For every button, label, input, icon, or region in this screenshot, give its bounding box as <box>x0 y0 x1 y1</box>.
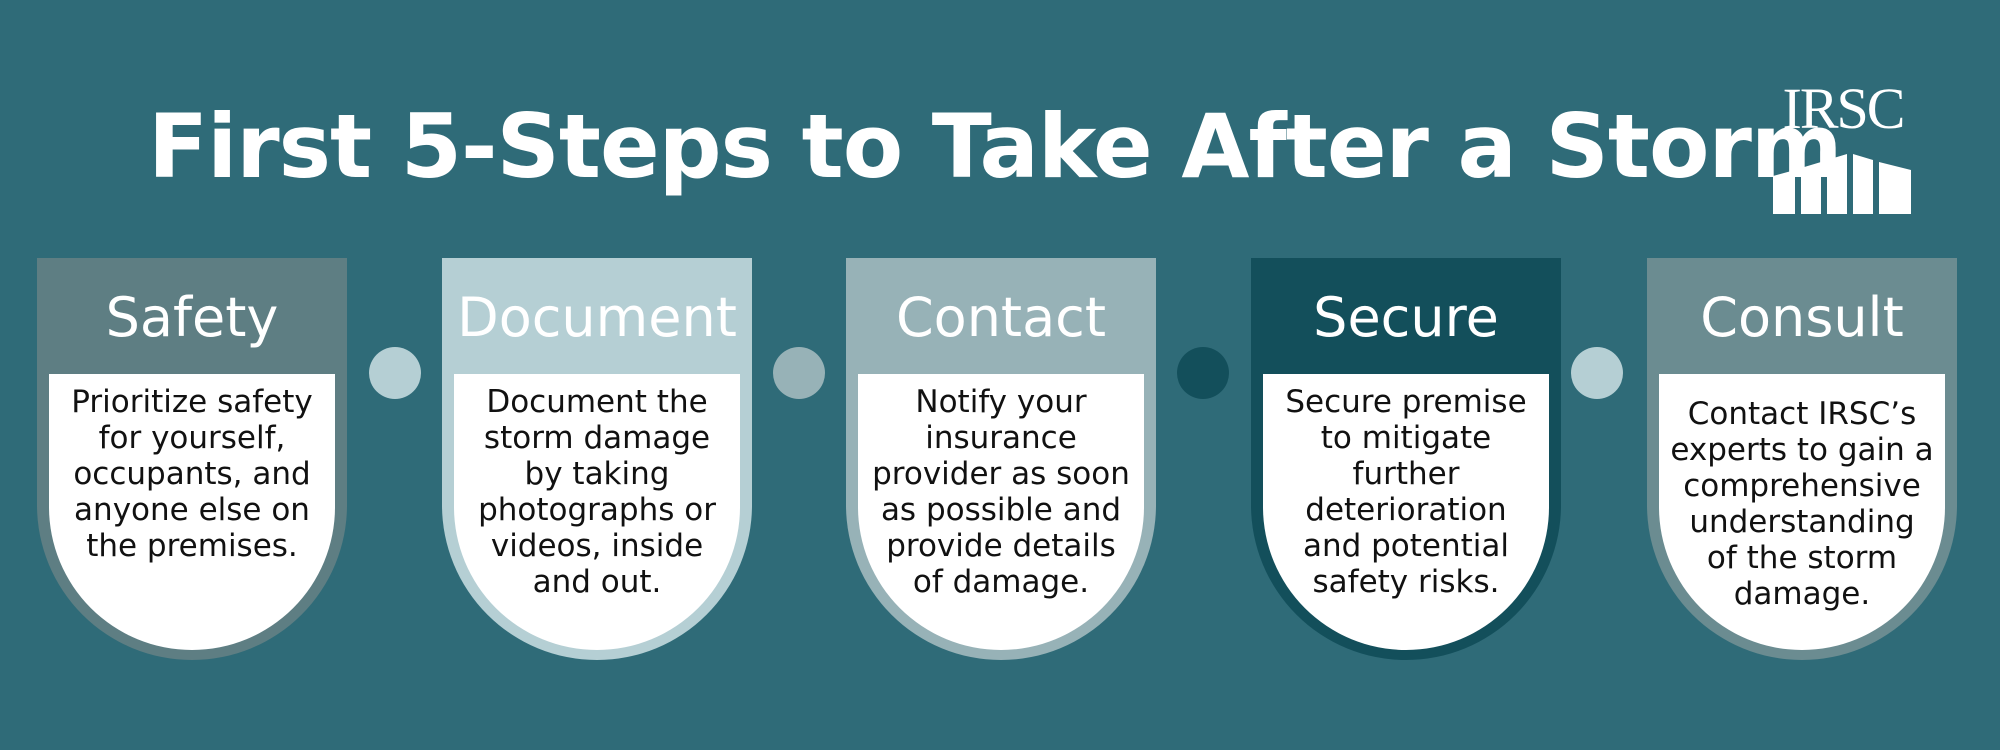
step-label: Contact <box>895 286 1107 349</box>
connector-dot <box>1177 347 1229 399</box>
step-label: Secure <box>1313 286 1499 349</box>
step-label: Document <box>457 286 737 349</box>
step-description: Secure premise to mitigate further deter… <box>1285 384 1527 600</box>
step-card-secure: Secure Secure premise to mitigate furthe… <box>1251 258 1561 660</box>
step-card-safety: Safety Prioritize safety for yourself, o… <box>37 258 347 660</box>
step-body: Contact IRSC’s experts to gain a compreh… <box>1659 374 1945 650</box>
building-columns-icon <box>1773 154 1911 214</box>
irsc-logo: IRSC <box>1773 80 1913 214</box>
step-body: Notify your insurance provider as soon a… <box>858 374 1144 650</box>
step-body: Document the storm damage by taking phot… <box>454 374 740 650</box>
step-label: Consult <box>1700 286 1904 349</box>
step-description: Document the storm damage by taking phot… <box>478 384 716 600</box>
connector-dot <box>369 347 421 399</box>
page-title: First 5-Steps to Take After a Storm <box>148 95 1843 198</box>
step-description: Notify your insurance provider as soon a… <box>872 384 1130 600</box>
connector-dot <box>773 347 825 399</box>
step-body: Prioritize safety for yourself, occupant… <box>49 374 335 650</box>
step-card-document: Document Document the storm damage by ta… <box>442 258 752 660</box>
connector-dot <box>1571 347 1623 399</box>
step-body: Secure premise to mitigate further deter… <box>1263 374 1549 650</box>
step-description: Contact IRSC’s experts to gain a compreh… <box>1670 396 1934 612</box>
step-card-contact: Contact Notify your insurance provider a… <box>846 258 1156 660</box>
step-label: Safety <box>105 286 279 349</box>
step-description: Prioritize safety for yourself, occupant… <box>71 384 313 564</box>
logo-text: IRSC <box>1782 76 1906 141</box>
step-card-consult: Consult Contact IRSC’s experts to gain a… <box>1647 258 1957 660</box>
